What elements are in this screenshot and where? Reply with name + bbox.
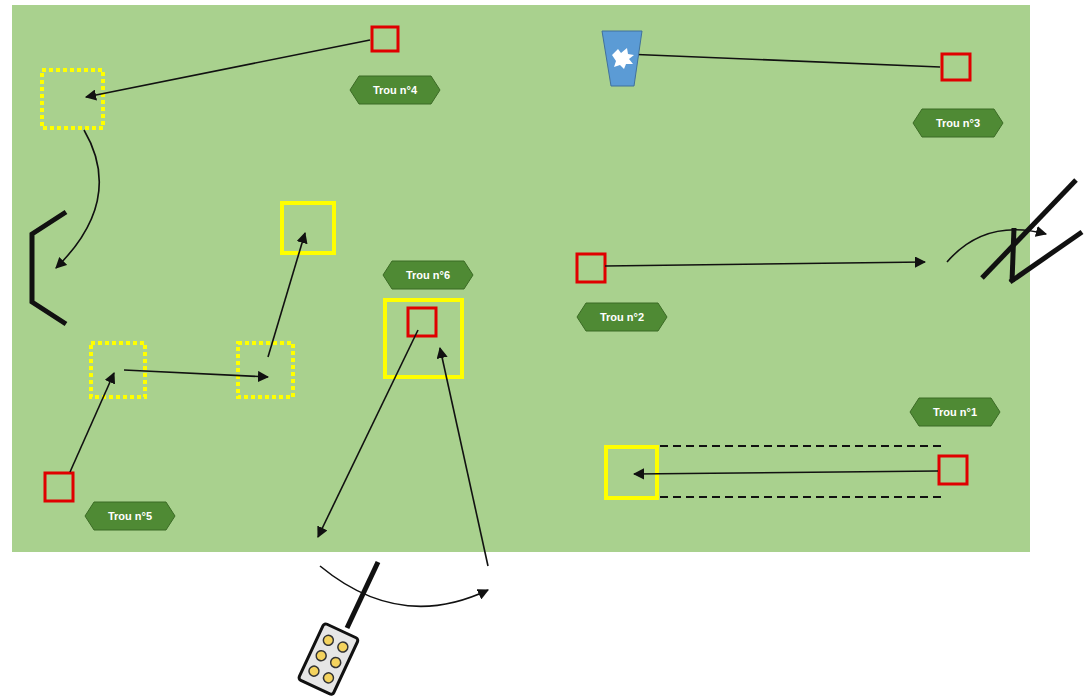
bracket-obstacle xyxy=(32,212,66,324)
hole-tag: Trou n°2 xyxy=(576,302,668,332)
hole-label: Trou n°1 xyxy=(909,406,1001,418)
hole-tag: Trou n°5 xyxy=(84,501,176,531)
hole-label: Trou n°6 xyxy=(382,269,474,281)
hexagon-outline xyxy=(913,109,1003,137)
gate-obstacle xyxy=(982,180,1082,282)
hexagon-outline xyxy=(383,261,473,289)
hole-label: Trou n°5 xyxy=(84,510,176,522)
hole-label: Trou n°3 xyxy=(912,117,1004,129)
hexagon-outline xyxy=(350,76,440,104)
green-field xyxy=(12,5,1030,552)
hexagon-outline xyxy=(85,502,175,530)
hole-tag: Trou n°3 xyxy=(912,108,1004,138)
cup-symbol xyxy=(602,31,642,86)
hole-label: Trou n°4 xyxy=(349,84,441,96)
hexagon-outline xyxy=(910,398,1000,426)
dotted-target-squares xyxy=(42,70,293,397)
hole-label: Trou n°2 xyxy=(576,311,668,323)
path-arrows xyxy=(56,40,1046,606)
hole-tag: Trou n°4 xyxy=(349,75,441,105)
hole-tag: Trou n°1 xyxy=(909,397,1001,427)
hexagon-outline xyxy=(577,303,667,331)
racket-obstacle xyxy=(298,562,378,695)
hole-tag: Trou n°6 xyxy=(382,260,474,290)
target-squares xyxy=(282,203,657,498)
tee-squares xyxy=(45,27,970,501)
